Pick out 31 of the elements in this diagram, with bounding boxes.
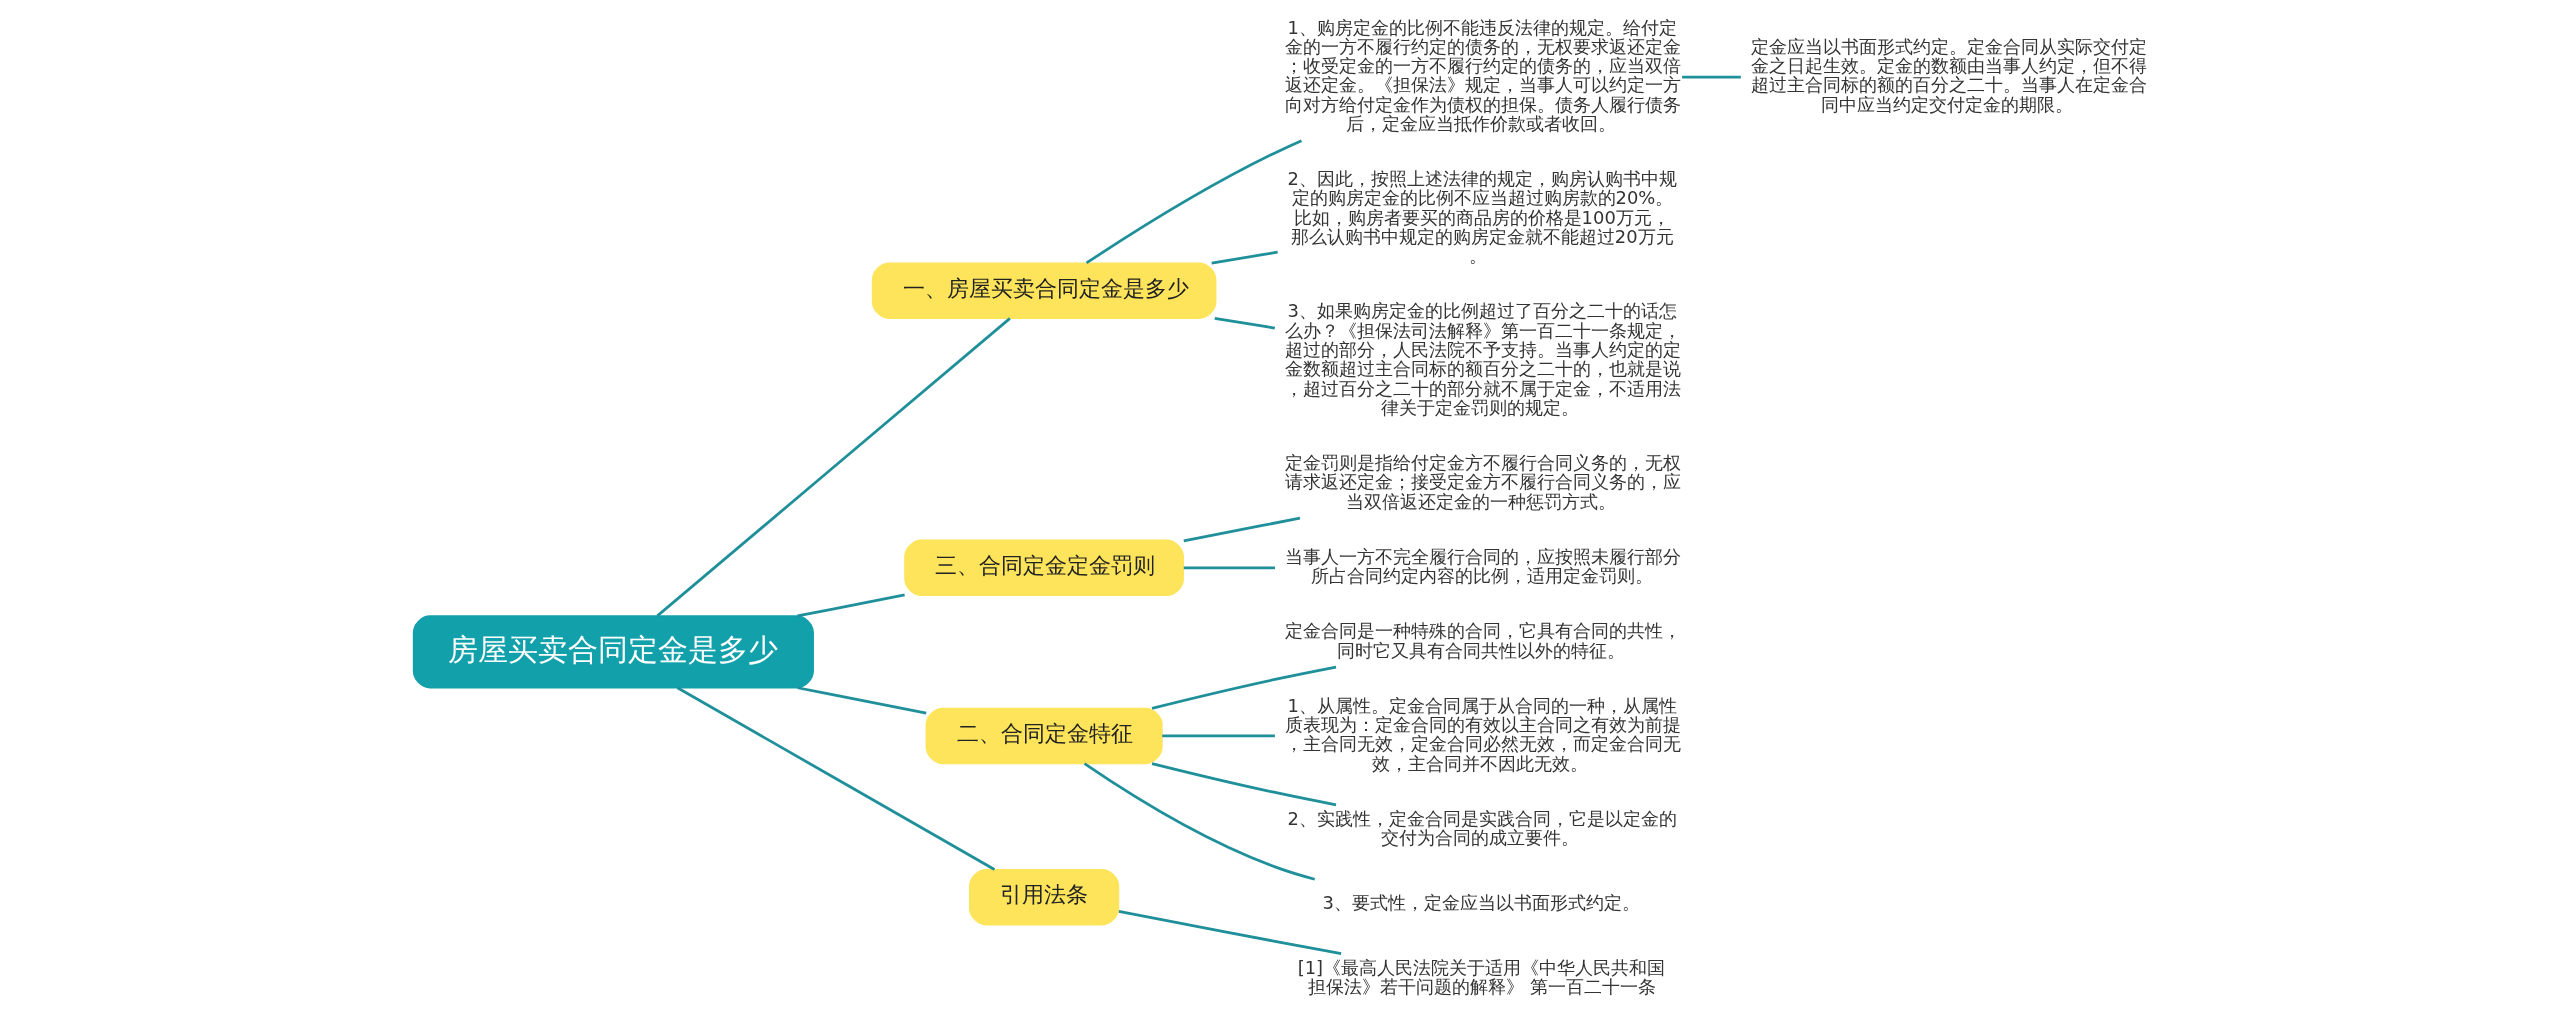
node-text: 2、实践性，定金合同是实践合同，它是以定金的交付为合同的成立要件。 [1286,807,1677,848]
connector [1151,665,1336,710]
connector [1151,762,1336,807]
node-box: 引用法条 [968,868,1119,926]
node-text: 定金应当以书面形式约定。定金合同从实际交付定金之日起生效。定金的数额由当事人约定，但不得超过主合同标的额的百分之二十。当事人在定金合同中应当约定交付定金的期限。 [1750,35,2147,115]
node-text: 1、购房定金的比例不能违反法律的规定。给付定金的一方不履行约定的债务的，无权要求返还定金；收受定金的一方不履行约定的债务的，应当双倍返还定金。《担保法》规定，当事人可以约定一方向对方给付定金作为债权的担保。债务人履行债务后，定金应当抵作价款或者收回。 [1284,16,1681,134]
node-box: 三、合同定金定金罚则 [903,539,1184,597]
connector [1083,762,1315,881]
connector [796,686,926,715]
node-text: 3、如果购房定金的比例超过了百分之二十的话怎么办？《担保法司法解释》第一百二十一条规定，超过的部分，人民法院不予支持。当事人约定的定金数额超过主合同标的额百分之二十的，也就是说，超过百分之二十的部分就不属于定金，不适用法律关于定金罚则的规定。 [1284,300,1681,418]
node-text: 2、因此，按照上述法律的规定，购房认购书中规定的购房定金的比例不应当超过购房款的20%。比如，购房者要买的商品房的价格是100万元，那么认购书中规定的购房定金就不能超过20万元。 [1286,168,1677,267]
connector [1161,734,1275,738]
connector [1183,566,1275,570]
node-text: 3、要式性，定金应当以书面形式约定。 [1322,891,1640,913]
node-text: [1]《最高人民法院关于适用《中华人民共和国担保法》若干问题的解释》 第一百二十一条 [1297,956,1665,997]
node-text: 1、从属性。定金合同属于从合同的一种，从属性质表现为：定金合同的有效以主合同之有效为前提，主合同无效，定金合同必然无效，而定金合同无效，主合同并不因此无效。 [1284,694,1681,774]
connector [796,593,905,618]
node-box: 一、房屋买卖合同定金是多少 [871,262,1216,319]
connector [1118,910,1341,955]
node-text: 定金合同是一种特殊的合同，它具有合同的共性，同时它又具有合同共性以外的特征。 [1284,620,1681,661]
connector [676,686,995,871]
connector [1085,139,1302,265]
connector [1214,316,1275,330]
connector [1210,250,1278,265]
node-text: 当事人一方不完全履行合同的，应按照未履行部分所占合同约定内容的比例，适用定金罚则。 [1284,545,1681,587]
connector [1681,75,1741,79]
connector [1183,516,1300,543]
connector [655,317,1011,617]
node-box: 二、合同定金特征 [925,707,1163,765]
node-box: 房屋买卖合同定金是多少 [412,615,814,689]
node-text: 定金罚则是指给付定金方不履行合同义务的，无权请求返还定金；接受定金方不履行合同义务的，应当双倍返还定金的一种惩罚方式。 [1284,452,1681,512]
